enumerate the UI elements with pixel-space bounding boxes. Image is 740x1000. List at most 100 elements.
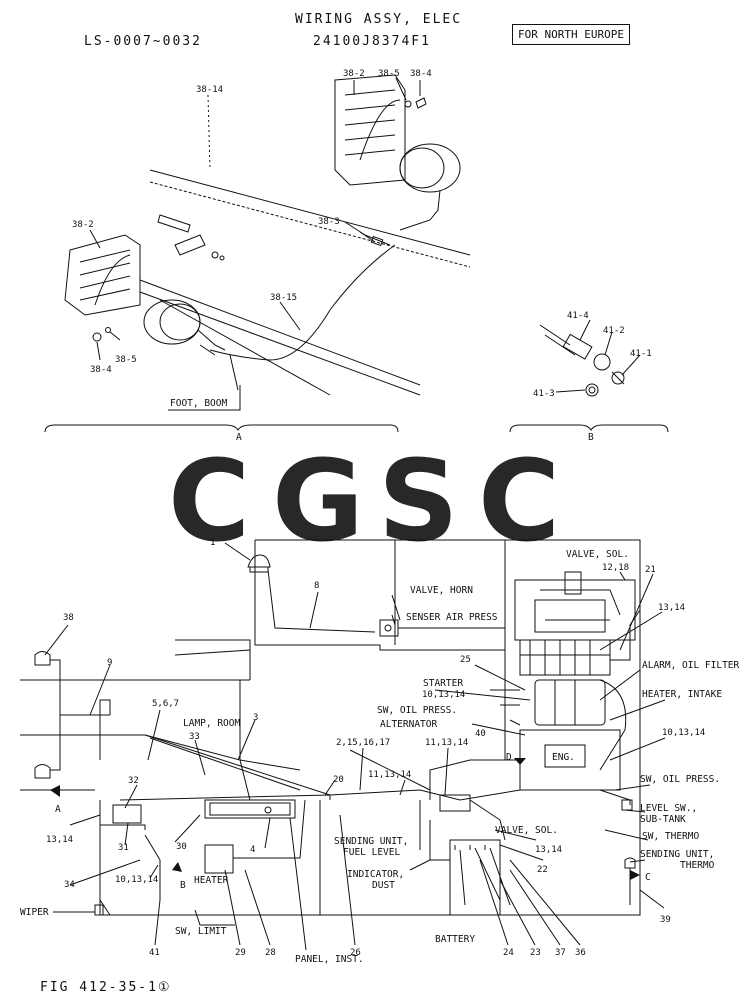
label-alarm-oil-filter: ALARM, OIL FILTER	[642, 660, 740, 671]
callout-32: 32	[128, 776, 139, 786]
label-sw-oil-press-right: SW, OIL PRESS.	[640, 774, 720, 785]
callout-36: 36	[575, 948, 586, 958]
callout-10-13-14-a: 10,13,14	[422, 690, 465, 700]
label-senser-air-press: SENSER AIR PRESS	[406, 612, 498, 623]
callout-38-5-top: 38-5	[378, 69, 400, 79]
region-badge: FOR NORTH EUROPE	[512, 24, 630, 45]
callout-24: 24	[503, 948, 514, 958]
callout-2-15-16-17: 2,15,16,17	[336, 738, 390, 748]
callout-13-14-left: 13,14	[46, 835, 73, 845]
part-number: 24100J8374F1	[313, 34, 431, 49]
label-panel-inst: PANEL, INST.	[295, 954, 364, 965]
view-b-drawing	[509, 319, 669, 433]
callout-26: 26	[350, 948, 361, 958]
callout-29: 29	[235, 948, 246, 958]
label-sending-unit-fuel-1: SENDING UNIT,	[334, 836, 408, 847]
callout-38-2-top: 38-2	[343, 69, 365, 79]
callout-21: 21	[645, 565, 656, 575]
callout-10-13-14-c: 10,13,14	[115, 875, 158, 885]
callout-3: 3	[253, 713, 258, 723]
callout-11-13-14-b: 11,13,14	[368, 770, 411, 780]
label-sending-unit-thermo-1: SENDING UNIT,	[640, 849, 714, 860]
callout-41-4: 41-4	[567, 311, 589, 321]
label-valve-sol-top: VALVE, SOL.	[566, 549, 629, 560]
label-battery: BATTERY	[435, 934, 475, 945]
label-sub-tank: SUB-TANK	[640, 814, 686, 825]
label-sending-unit-fuel-2: FUEL LEVEL	[343, 847, 400, 858]
callout-23: 23	[530, 948, 541, 958]
callout-25: 25	[460, 655, 471, 665]
callout-11-13-14-a: 11,13,14	[425, 738, 468, 748]
callout-38-15: 38-15	[270, 293, 297, 303]
callout-34: 34	[64, 880, 75, 890]
label-eng: ENG.	[552, 752, 575, 763]
callout-41-3: 41-3	[533, 389, 555, 399]
cgsc-watermark: C G S C	[168, 437, 560, 567]
label-sw-oil-press-left: SW, OIL PRESS.	[377, 705, 457, 716]
view-arrows	[50, 758, 640, 880]
diagram-title: WIRING ASSY, ELEC	[295, 12, 463, 27]
label-lamp-room: LAMP, ROOM	[183, 718, 240, 729]
callout-41-2: 41-2	[603, 326, 625, 336]
view-arrow-d: D	[506, 752, 512, 763]
view-arrow-c: C	[645, 872, 651, 883]
callout-10-13-14-b: 10,13,14	[662, 728, 705, 738]
callout-38-3: 38-3	[318, 217, 340, 227]
label-sw-limit: SW, LIMIT	[175, 926, 227, 937]
label-indicator-dust-1: INDICATOR,	[347, 869, 404, 880]
label-sw-thermo: SW, THERMO	[642, 831, 699, 842]
foot-boom-label: FOOT, BOOM	[170, 398, 227, 409]
label-heater: HEATER	[194, 875, 229, 886]
callout-30: 30	[176, 842, 187, 852]
callout-13-14-top: 13,14	[658, 603, 685, 613]
callout-39: 39	[660, 915, 671, 925]
callout-38-2-left: 38-2	[72, 220, 94, 230]
callout-28: 28	[265, 948, 276, 958]
callout-8: 8	[314, 581, 319, 591]
callout-41: 41	[149, 948, 160, 958]
label-sending-unit-thermo-2: THERMO	[680, 860, 715, 871]
callout-37: 37	[555, 948, 566, 958]
view-b-label: B	[588, 432, 594, 443]
callout-12-18: 12,18	[602, 563, 629, 573]
callout-38-4-top: 38-4	[410, 69, 432, 79]
watermark-letter-g: G	[272, 437, 364, 567]
callout-9: 9	[107, 658, 112, 668]
view-a-drawing	[44, 74, 471, 433]
label-indicator-dust-2: DUST	[372, 880, 395, 891]
main-schematic-labels: VALVE, SOL. VALVE, HORN SENSER AIR PRESS…	[20, 538, 740, 965]
label-level-sw: LEVEL SW.,	[640, 803, 697, 814]
view-arrow-b: B	[180, 880, 186, 891]
label-wiper: WIPER	[20, 907, 49, 918]
callout-38-4-bot: 38-4	[90, 365, 112, 375]
callout-1: 1	[210, 538, 215, 548]
view-a-label: A	[236, 432, 242, 443]
watermark-letter-s: S	[378, 437, 459, 567]
main-schematic-drawing	[20, 539, 666, 951]
label-alternator: ALTERNATOR	[380, 719, 437, 730]
serial-range: LS-0007~0032	[84, 34, 202, 49]
callout-33: 33	[189, 732, 200, 742]
callout-38-14: 38-14	[196, 85, 223, 95]
callout-41-1: 41-1	[630, 349, 652, 359]
label-valve-horn: VALVE, HORN	[410, 585, 473, 596]
callout-38: 38	[63, 613, 74, 623]
label-valve-sol-bottom: VALVE, SOL.	[495, 825, 558, 836]
watermark-letter-c2: C	[478, 437, 560, 567]
callout-4: 4	[250, 845, 255, 855]
callout-20: 20	[333, 775, 344, 785]
watermark-letter-c1: C	[168, 437, 250, 567]
figure-label: FIG 412-35-1①	[40, 980, 172, 995]
label-starter: STARTER	[423, 678, 463, 689]
callout-31: 31	[118, 843, 129, 853]
callout-5-6-7: 5,6,7	[152, 699, 179, 709]
callout-22: 22	[537, 865, 548, 875]
view-a-labels: 38-14 38-2 38-5 38-4 38-2 38-3 38-15 38-…	[72, 69, 432, 443]
view-arrow-a: A	[55, 804, 61, 815]
label-heater-intake: HEATER, INTAKE	[642, 689, 722, 700]
callout-13-14-mid: 13,14	[535, 845, 562, 855]
callout-40: 40	[475, 729, 486, 739]
view-b-labels: 41-4 41-2 41-1 41-3 B	[533, 311, 652, 443]
